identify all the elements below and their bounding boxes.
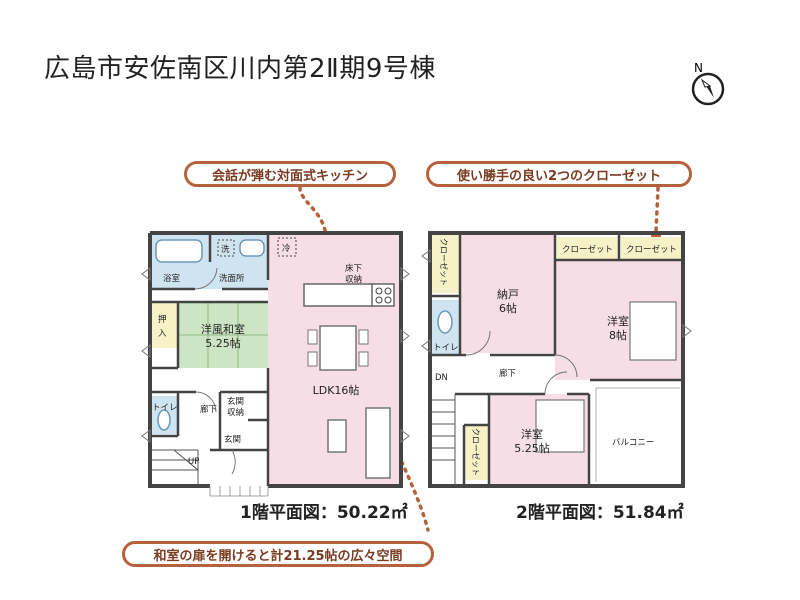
room-balcony: バルコニー	[612, 438, 654, 448]
room-underfloor-1: 床下	[345, 263, 363, 274]
closet-left-fill	[430, 233, 460, 293]
room-oshiire-2: 入	[158, 329, 167, 339]
room-toilet-1f: トイレ	[152, 403, 178, 413]
closet-b-fill	[621, 237, 681, 259]
room-closet-small: クローゼット	[471, 428, 481, 476]
room-western8-1: 洋室	[607, 314, 629, 328]
room-ldk: LDK16帖	[313, 384, 360, 397]
closet-small-fill	[464, 425, 489, 480]
room-closet-a: クローゼット	[562, 244, 613, 255]
floor1-plan: 浴室 洗 洗面所 冷 床下 収納 押 入 トイレ 廊下 玄関 収納 玄関 UP …	[141, 231, 410, 497]
room-closet-b: クローゼット	[626, 244, 677, 255]
room-entrance-storage-1: 玄関	[227, 396, 244, 407]
room-oshiire-1: 押	[158, 314, 167, 325]
storage-fill	[460, 233, 555, 353]
room-entrance: 玄関	[224, 434, 241, 445]
stairs-up: UP	[188, 457, 199, 467]
room-closet-left: クローゼット	[439, 238, 449, 286]
callout-washitsu: 和室の扉を開けると計21.25帖の広々空間	[122, 541, 434, 567]
room-underfloor-2: 収納	[345, 274, 362, 285]
room-hall-1f: 廊下	[200, 404, 218, 415]
room-washitsu-2: 5.25帖	[205, 337, 241, 350]
room-western525-2: 5.25帖	[514, 442, 550, 455]
floor2-plan: DN トイレ 廊下 クローゼット クローゼット バルコニー クローゼット クロー…	[421, 231, 692, 488]
stairs-dn: DN	[435, 373, 448, 383]
oshiire-fill	[150, 302, 178, 348]
room-hall-2f: 廊下	[499, 368, 517, 379]
page-title: 広島市安佐南区川内第2Ⅱ期9号棟	[44, 54, 436, 84]
room-entrance-storage-2: 収納	[227, 407, 244, 418]
room-wash-mark: 洗	[221, 244, 230, 255]
callout-closet: 使い勝手の良い2つのクローゼット	[426, 161, 692, 187]
closet-a-fill	[557, 237, 619, 259]
room-toilet-2f: トイレ	[433, 343, 459, 353]
room-storage-2: 6帖	[499, 302, 517, 315]
compass-label: N	[694, 61, 703, 75]
callout-kitchen: 会話が弾む対面式キッチン	[184, 161, 396, 187]
floor2-area-label: 2階平面図：51.84㎡	[516, 503, 684, 523]
room-washitsu-1: 洋風和室	[201, 322, 245, 336]
compass-icon: N	[691, 61, 725, 106]
room-fridge: 冷	[282, 243, 291, 254]
room-washroom: 洗面所	[219, 273, 245, 284]
floor1-area-label: 1階平面図：50.22㎡	[240, 503, 408, 523]
room-western8-2: 8帖	[609, 329, 627, 342]
room-bath: 浴室	[163, 273, 181, 284]
room-western525-1: 洋室	[521, 427, 543, 441]
room-storage-1: 納戸	[497, 288, 519, 301]
